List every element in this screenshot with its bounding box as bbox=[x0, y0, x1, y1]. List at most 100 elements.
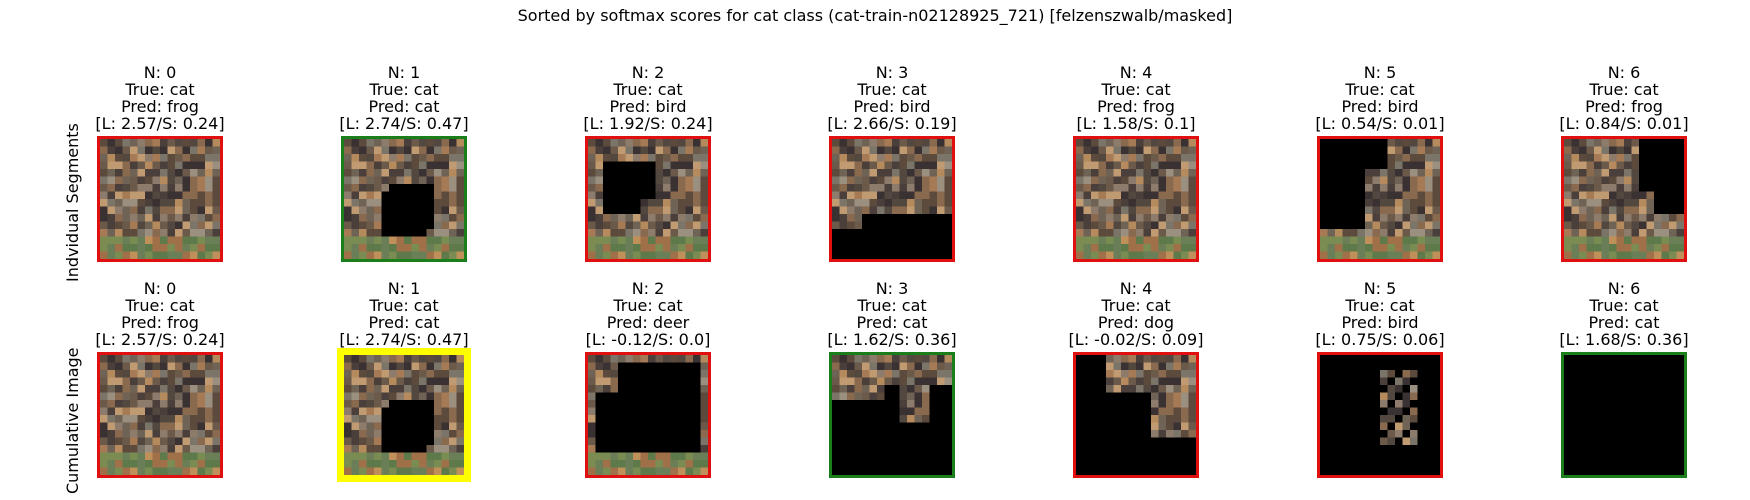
true-label: True: cat bbox=[369, 80, 439, 99]
true-label: True: cat bbox=[857, 296, 927, 315]
pred-label: Pred: cat bbox=[856, 313, 928, 332]
masked-cat-image bbox=[100, 139, 220, 259]
true-label: True: cat bbox=[1589, 80, 1659, 99]
score-label: [L: 0.84/S: 0.01] bbox=[1559, 114, 1689, 133]
panel-index-label: N: 5 bbox=[1363, 279, 1397, 298]
true-label: True: cat bbox=[1345, 296, 1415, 315]
pred-label: Pred: frog bbox=[121, 97, 199, 116]
masked-cat-image bbox=[100, 355, 220, 475]
panel-index-label: N: 6 bbox=[1607, 279, 1641, 298]
score-label: [L: 1.58/S: 0.1] bbox=[1076, 114, 1196, 133]
pred-label: Pred: frog bbox=[121, 313, 199, 332]
panel-image bbox=[585, 352, 711, 478]
panel-image bbox=[337, 348, 471, 482]
true-label: True: cat bbox=[613, 80, 683, 99]
true-label: True: cat bbox=[125, 296, 195, 315]
pred-label: Pred: dog bbox=[1097, 313, 1175, 332]
pred-label: Pred: bird bbox=[853, 97, 931, 116]
panel-image bbox=[829, 136, 955, 262]
masked-cat-image bbox=[1320, 139, 1440, 259]
masked-cat-image bbox=[588, 355, 708, 475]
masked-cat-image bbox=[1564, 139, 1684, 259]
panel-index-label: N: 2 bbox=[631, 63, 665, 82]
true-label: True: cat bbox=[613, 296, 683, 315]
panel-index-label: N: 4 bbox=[1119, 279, 1153, 298]
panel-image bbox=[585, 136, 711, 262]
score-label: [L: 0.54/S: 0.01] bbox=[1315, 114, 1445, 133]
pred-label: Pred: cat bbox=[1588, 313, 1660, 332]
figure-title: Sorted by softmax scores for cat class (… bbox=[517, 6, 1233, 25]
score-label: [L: 2.57/S: 0.24] bbox=[95, 114, 225, 133]
score-label: [L: -0.12/S: 0.0] bbox=[585, 330, 711, 349]
masked-cat-image bbox=[832, 355, 952, 475]
pred-label: Pred: bird bbox=[609, 97, 687, 116]
score-label: [L: 0.75/S: 0.06] bbox=[1315, 330, 1445, 349]
true-label: True: cat bbox=[1345, 80, 1415, 99]
masked-cat-image bbox=[344, 139, 464, 259]
true-label: True: cat bbox=[1101, 80, 1171, 99]
masked-cat-image bbox=[344, 355, 464, 475]
row-label-0: Indvidual Segments bbox=[63, 123, 82, 282]
pred-label: Pred: cat bbox=[368, 313, 440, 332]
masked-cat-image bbox=[1564, 355, 1684, 475]
score-label: [L: 1.68/S: 0.36] bbox=[1559, 330, 1689, 349]
panel-image bbox=[97, 352, 223, 478]
pred-label: Pred: frog bbox=[1585, 97, 1663, 116]
true-label: True: cat bbox=[1101, 296, 1171, 315]
score-label: [L: -0.02/S: 0.09] bbox=[1068, 330, 1204, 349]
row-label-1: Cumulative Image bbox=[63, 347, 82, 494]
masked-cat-image bbox=[1076, 139, 1196, 259]
score-label: [L: 1.92/S: 0.24] bbox=[583, 114, 713, 133]
score-label: [L: 2.57/S: 0.24] bbox=[95, 330, 225, 349]
masked-cat-image bbox=[1076, 355, 1196, 475]
pred-label: Pred: bird bbox=[1341, 313, 1419, 332]
true-label: True: cat bbox=[125, 80, 195, 99]
panel-index-label: N: 1 bbox=[387, 63, 421, 82]
panel-index-label: N: 5 bbox=[1363, 63, 1397, 82]
masked-cat-image bbox=[1320, 355, 1440, 475]
panel-image bbox=[1073, 136, 1199, 262]
pred-label: Pred: cat bbox=[368, 97, 440, 116]
panel-index-label: N: 1 bbox=[387, 279, 421, 298]
panel-index-label: N: 0 bbox=[143, 63, 177, 82]
score-label: [L: 2.74/S: 0.47] bbox=[339, 114, 469, 133]
masked-cat-image bbox=[832, 139, 952, 259]
pred-label: Pred: bird bbox=[1341, 97, 1419, 116]
panel-index-label: N: 4 bbox=[1119, 63, 1153, 82]
panel-index-label: N: 3 bbox=[875, 279, 909, 298]
true-label: True: cat bbox=[1589, 296, 1659, 315]
true-label: True: cat bbox=[369, 296, 439, 315]
panel-image bbox=[829, 352, 955, 478]
score-label: [L: 1.62/S: 0.36] bbox=[827, 330, 957, 349]
panel-image bbox=[341, 136, 467, 262]
panel-image bbox=[1561, 352, 1687, 478]
panel-image bbox=[1073, 352, 1199, 478]
true-label: True: cat bbox=[857, 80, 927, 99]
pred-label: Pred: deer bbox=[606, 313, 690, 332]
score-label: [L: 2.66/S: 0.19] bbox=[827, 114, 957, 133]
panel-index-label: N: 3 bbox=[875, 63, 909, 82]
